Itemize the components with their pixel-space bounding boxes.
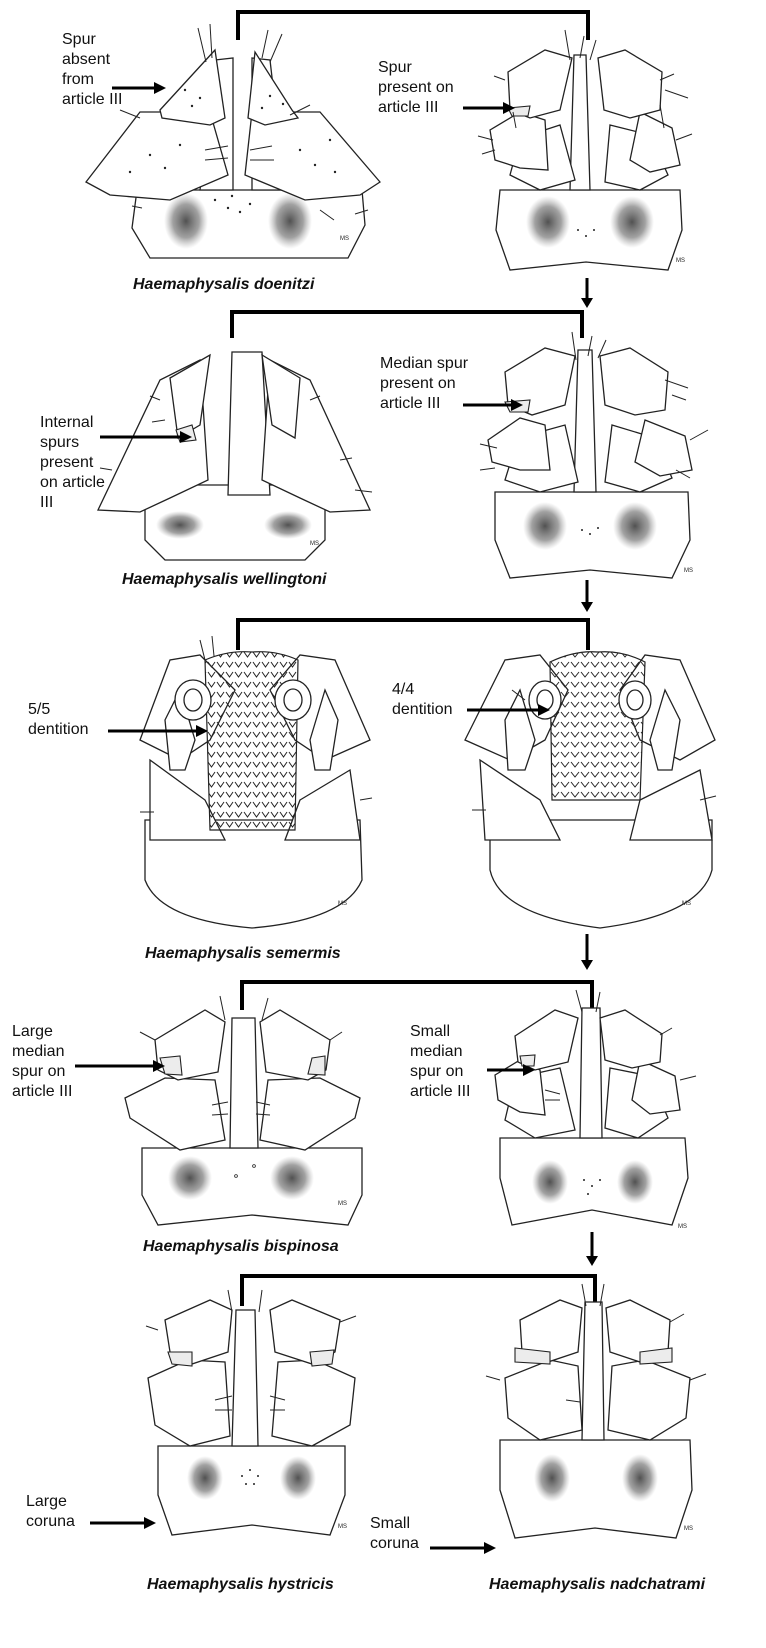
specimen-bispinosa: MS bbox=[125, 996, 362, 1225]
label-large-median-spur: Large median spur on article III bbox=[12, 1022, 72, 1102]
svg-text:MS: MS bbox=[676, 258, 685, 264]
caption-nadchatrami: Haemaphysalis nadchatrami bbox=[489, 1576, 705, 1594]
label-median-spur: Median spur present on article III bbox=[380, 354, 468, 414]
label-small-median-spur: Small median spur on article III bbox=[410, 1022, 470, 1102]
caption-hystricis: Haemaphysalis hystricis bbox=[147, 1576, 334, 1594]
specimen-wellingtoni: MS bbox=[98, 352, 372, 560]
svg-text:MS: MS bbox=[678, 1224, 687, 1230]
svg-text:MS: MS bbox=[310, 541, 319, 547]
label-dentition-5-5: 5/5 dentition bbox=[28, 700, 89, 740]
label-dentition-4-4: 4/4 dentition bbox=[392, 680, 453, 720]
specimen-semermis: MS bbox=[140, 636, 372, 928]
label-small-coruna: Small coruna bbox=[370, 1514, 419, 1554]
svg-text:MS: MS bbox=[338, 901, 347, 907]
specimen-doenitzi: MS bbox=[86, 24, 380, 258]
svg-text:MS: MS bbox=[684, 1526, 693, 1532]
svg-text:MS: MS bbox=[340, 236, 349, 242]
caption-semermis: Haemaphysalis semermis bbox=[145, 945, 341, 963]
specimen-row3-right: MS bbox=[465, 652, 716, 928]
specimen-nadchatrami: MS bbox=[486, 1284, 706, 1538]
svg-text:MS: MS bbox=[338, 1524, 347, 1530]
bracket-row1 bbox=[238, 12, 588, 40]
bracket-row3 bbox=[238, 620, 588, 650]
caption-wellingtoni: Haemaphysalis wellingtoni bbox=[122, 571, 327, 589]
bracket-row2 bbox=[232, 312, 582, 338]
svg-text:MS: MS bbox=[682, 901, 691, 907]
label-large-coruna: Large coruna bbox=[26, 1492, 75, 1532]
svg-text:MS: MS bbox=[338, 1201, 347, 1207]
bracket-row4 bbox=[242, 982, 592, 1010]
caption-doenitzi: Haemaphysalis doenitzi bbox=[133, 276, 314, 294]
specimen-row2-right: MS bbox=[480, 332, 708, 578]
svg-text:MS: MS bbox=[684, 568, 693, 574]
label-internal-spurs: Internal spurs present on article III bbox=[40, 413, 105, 513]
label-spur-absent: Spur absent from article III bbox=[62, 30, 122, 110]
specimen-hystricis: MS bbox=[146, 1290, 356, 1535]
caption-bispinosa: Haemaphysalis bispinosa bbox=[143, 1238, 339, 1256]
specimen-row1-right: MS bbox=[478, 30, 692, 270]
specimen-row4-right: MS bbox=[495, 990, 696, 1230]
label-spur-present: Spur present on article III bbox=[378, 58, 454, 118]
